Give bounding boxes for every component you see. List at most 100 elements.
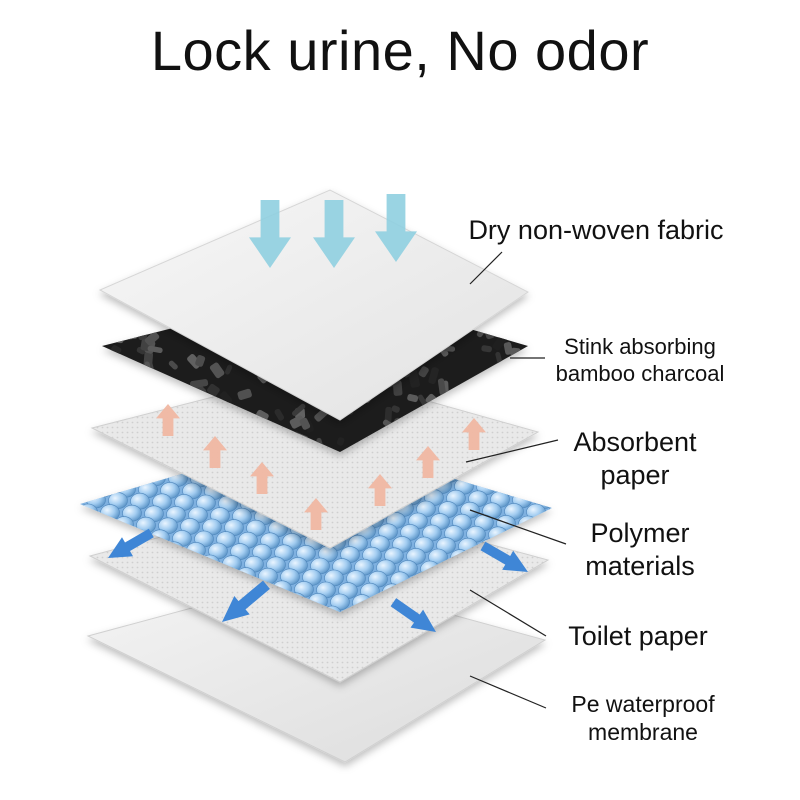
label-line: Dry non-woven fabric bbox=[468, 215, 724, 245]
up-arrow bbox=[462, 418, 486, 450]
charcoal-granule bbox=[138, 366, 149, 382]
polymer-bead bbox=[522, 575, 542, 592]
label-line: paper bbox=[600, 459, 670, 490]
label-bamboo-charcoal: Stink absorbing bamboo charcoal bbox=[540, 334, 740, 388]
charcoal-granule bbox=[130, 324, 141, 333]
charcoal-granule bbox=[156, 397, 166, 410]
up-arrow bbox=[156, 404, 180, 436]
up-arrows-group bbox=[156, 404, 486, 530]
label-absorbent-paper: Absorbent paper bbox=[550, 426, 720, 492]
charcoal-granule bbox=[451, 391, 463, 407]
charcoal-granule bbox=[292, 403, 306, 416]
polymer-bead bbox=[132, 588, 152, 605]
polymer-bead bbox=[102, 599, 122, 612]
charcoal-granule bbox=[391, 405, 400, 413]
spread-arrow bbox=[222, 580, 270, 622]
leader-line-toilet bbox=[469, 589, 547, 637]
charcoal-granule bbox=[139, 385, 152, 395]
leader-line-fabric bbox=[469, 251, 503, 285]
charcoal-granule bbox=[524, 293, 528, 307]
charcoal-granule bbox=[132, 377, 151, 385]
polymer-bead bbox=[506, 467, 526, 485]
spread-arrow bbox=[480, 541, 528, 572]
charcoal-granule bbox=[418, 366, 429, 378]
polymer-bead bbox=[80, 443, 94, 461]
leader-line-pe bbox=[469, 675, 547, 709]
polymer-bead bbox=[559, 589, 578, 605]
up-arrow bbox=[304, 498, 328, 530]
charcoal-granule bbox=[274, 408, 285, 421]
label-dry-non-woven-fabric: Dry non-woven fabric bbox=[446, 214, 746, 247]
leader-line-polymer bbox=[469, 509, 567, 545]
polymer-bead bbox=[492, 455, 512, 472]
charcoal-granule bbox=[134, 394, 153, 412]
down-arrows-group bbox=[249, 194, 417, 268]
charcoal-granule bbox=[115, 329, 125, 344]
charcoal-granule bbox=[481, 345, 492, 353]
polymer-bead bbox=[100, 504, 120, 521]
charcoal-granule bbox=[168, 360, 178, 370]
down-arrow bbox=[375, 194, 417, 262]
charcoal-granule bbox=[503, 342, 513, 355]
polymer-bead bbox=[61, 432, 80, 448]
charcoal-granule bbox=[102, 323, 113, 335]
charcoal-granule bbox=[510, 392, 523, 408]
charcoal-granule bbox=[515, 314, 528, 322]
charcoal-granule bbox=[91, 367, 100, 381]
polymer-bead bbox=[96, 575, 116, 593]
polymer-bead bbox=[488, 526, 508, 544]
label-line: Polymer bbox=[590, 518, 690, 548]
charcoal-granule bbox=[102, 412, 107, 425]
label-pe-waterproof-membrane: Pe waterproof membrane bbox=[548, 690, 738, 746]
charcoal-granule bbox=[513, 302, 522, 319]
polymer-bead bbox=[514, 455, 534, 473]
polymer-bead bbox=[82, 436, 102, 449]
charcoal-granule bbox=[417, 394, 428, 407]
page-title: Lock urine, No odor bbox=[150, 19, 650, 82]
charcoal-granule bbox=[147, 345, 163, 354]
label-line: Pe waterproof bbox=[571, 691, 715, 717]
charcoal-granule bbox=[219, 391, 233, 405]
charcoal-granule bbox=[114, 394, 124, 402]
polymer-bead bbox=[96, 444, 116, 461]
polymer-bead bbox=[550, 599, 552, 612]
polymer-bead bbox=[84, 527, 104, 545]
charcoal-granule bbox=[509, 314, 519, 322]
charcoal-granule bbox=[144, 331, 160, 346]
polymer-bead bbox=[102, 468, 122, 485]
charcoal-granule bbox=[299, 417, 311, 430]
charcoal-granule bbox=[102, 450, 111, 452]
charcoal-granule bbox=[516, 318, 528, 328]
charcoal-granule bbox=[482, 372, 497, 387]
charcoal-granule bbox=[159, 385, 168, 395]
polymer-bead bbox=[528, 599, 548, 612]
label-line: materials bbox=[585, 550, 695, 581]
charcoal-granule bbox=[237, 388, 252, 400]
charcoal-granule bbox=[336, 437, 345, 446]
spread-arrow bbox=[108, 528, 154, 558]
charcoal-granule bbox=[437, 378, 446, 396]
charcoal-granule bbox=[126, 320, 137, 332]
label-toilet-paper: Toilet paper bbox=[548, 620, 728, 653]
charcoal-granule bbox=[129, 365, 139, 376]
charcoal-granule bbox=[195, 355, 206, 367]
label-polymer-materials: Polymer materials bbox=[560, 517, 720, 583]
polymer-bead bbox=[146, 600, 166, 612]
charcoal-granule bbox=[102, 385, 112, 396]
charcoal-granule bbox=[289, 415, 305, 429]
polymer-bead bbox=[110, 456, 130, 474]
polymer-bead bbox=[524, 539, 544, 557]
polymer-bead bbox=[124, 468, 144, 486]
charcoal-granule bbox=[209, 362, 225, 379]
charcoal-granule bbox=[524, 411, 528, 421]
polymer-bead bbox=[520, 479, 540, 497]
charcoal-granule bbox=[190, 379, 209, 389]
charcoal-granule bbox=[407, 369, 420, 388]
label-line: Stink absorbing bbox=[564, 334, 716, 359]
polymer-bead bbox=[94, 480, 114, 497]
up-arrow bbox=[368, 474, 392, 506]
label-line: membrane bbox=[588, 719, 698, 746]
charcoal-granule bbox=[102, 336, 109, 345]
label-line: bamboo charcoal bbox=[555, 360, 725, 386]
charcoal-granule bbox=[147, 322, 161, 333]
